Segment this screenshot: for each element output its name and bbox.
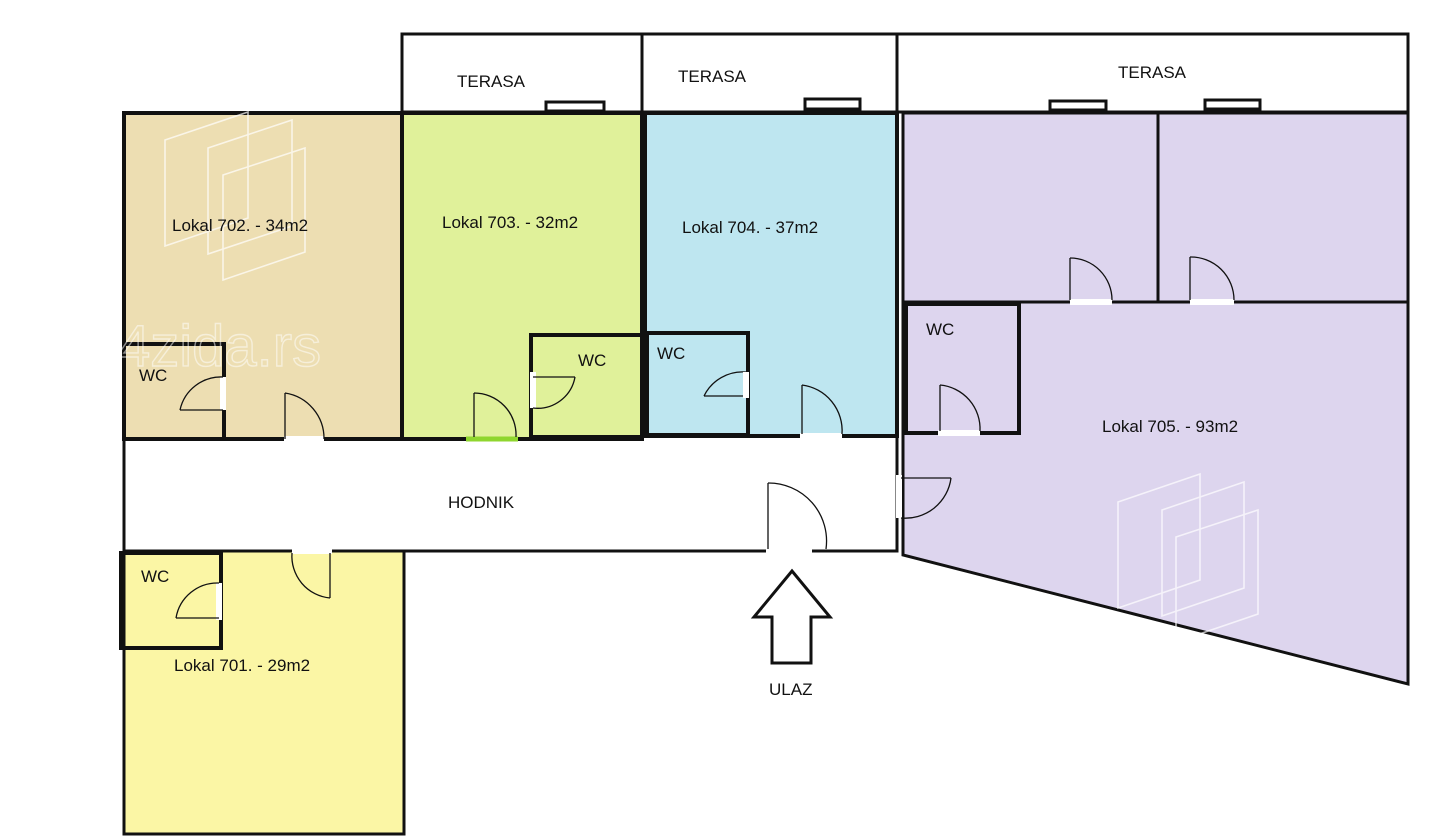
terasa-label-703: TERASA: [457, 72, 526, 91]
wc-label-702: WC: [139, 366, 167, 385]
watermark-logo: 4zida.rs: [117, 110, 1259, 644]
terrace-strip: [400, 32, 1410, 114]
doors: [175, 256, 1235, 620]
wall-lokal-701: [122, 549, 406, 836]
labels: TERASA TERASA TERASA Lokal 702. - 34m2 L…: [139, 63, 1238, 699]
wc-label-704: WC: [657, 344, 685, 363]
wc-boxes: [119, 302, 1021, 650]
room-fills: [124, 113, 1408, 834]
room-label-701: Lokal 701. - 29m2: [174, 656, 310, 675]
room-lokal-701: [124, 551, 404, 834]
wc-label-705: WC: [926, 320, 954, 339]
watermark-mark-1: [164, 110, 306, 282]
room-label-702: Lokal 702. - 34m2: [172, 216, 308, 235]
wc-label-703: WC: [578, 351, 606, 370]
hodnik-label: HODNIK: [448, 493, 515, 512]
terasa-label-704: TERASA: [678, 67, 747, 86]
wc-label-701: WC: [141, 567, 169, 586]
wall-lokal-705: [901, 111, 1410, 686]
room-label-703: Lokal 703. - 32m2: [442, 213, 578, 232]
terasa-label-705: TERASA: [1118, 63, 1187, 82]
wall-lokal-703: [400, 111, 644, 441]
window-705-a: [1048, 99, 1108, 112]
room-lokal-703: [402, 113, 642, 439]
wall-lokal-704: [643, 111, 899, 438]
window-703: [544, 100, 606, 113]
entrance-arrow-icon: [750, 568, 834, 665]
watermark-mark-2: [1117, 472, 1259, 644]
room-lokal-705: [903, 113, 1408, 684]
windows: [544, 97, 1262, 113]
room-label-704: Lokal 704. - 37m2: [682, 218, 818, 237]
ulaz-label: ULAZ: [769, 680, 812, 699]
room-lokal-704: [645, 113, 897, 436]
window-704: [803, 97, 862, 111]
watermark-text: 4zida.rs: [118, 314, 321, 379]
window-705-b: [1203, 98, 1262, 111]
room-label-705: Lokal 705. - 93m2: [1102, 417, 1238, 436]
terrace-703: [400, 32, 644, 114]
room-lokal-702: [124, 113, 402, 439]
